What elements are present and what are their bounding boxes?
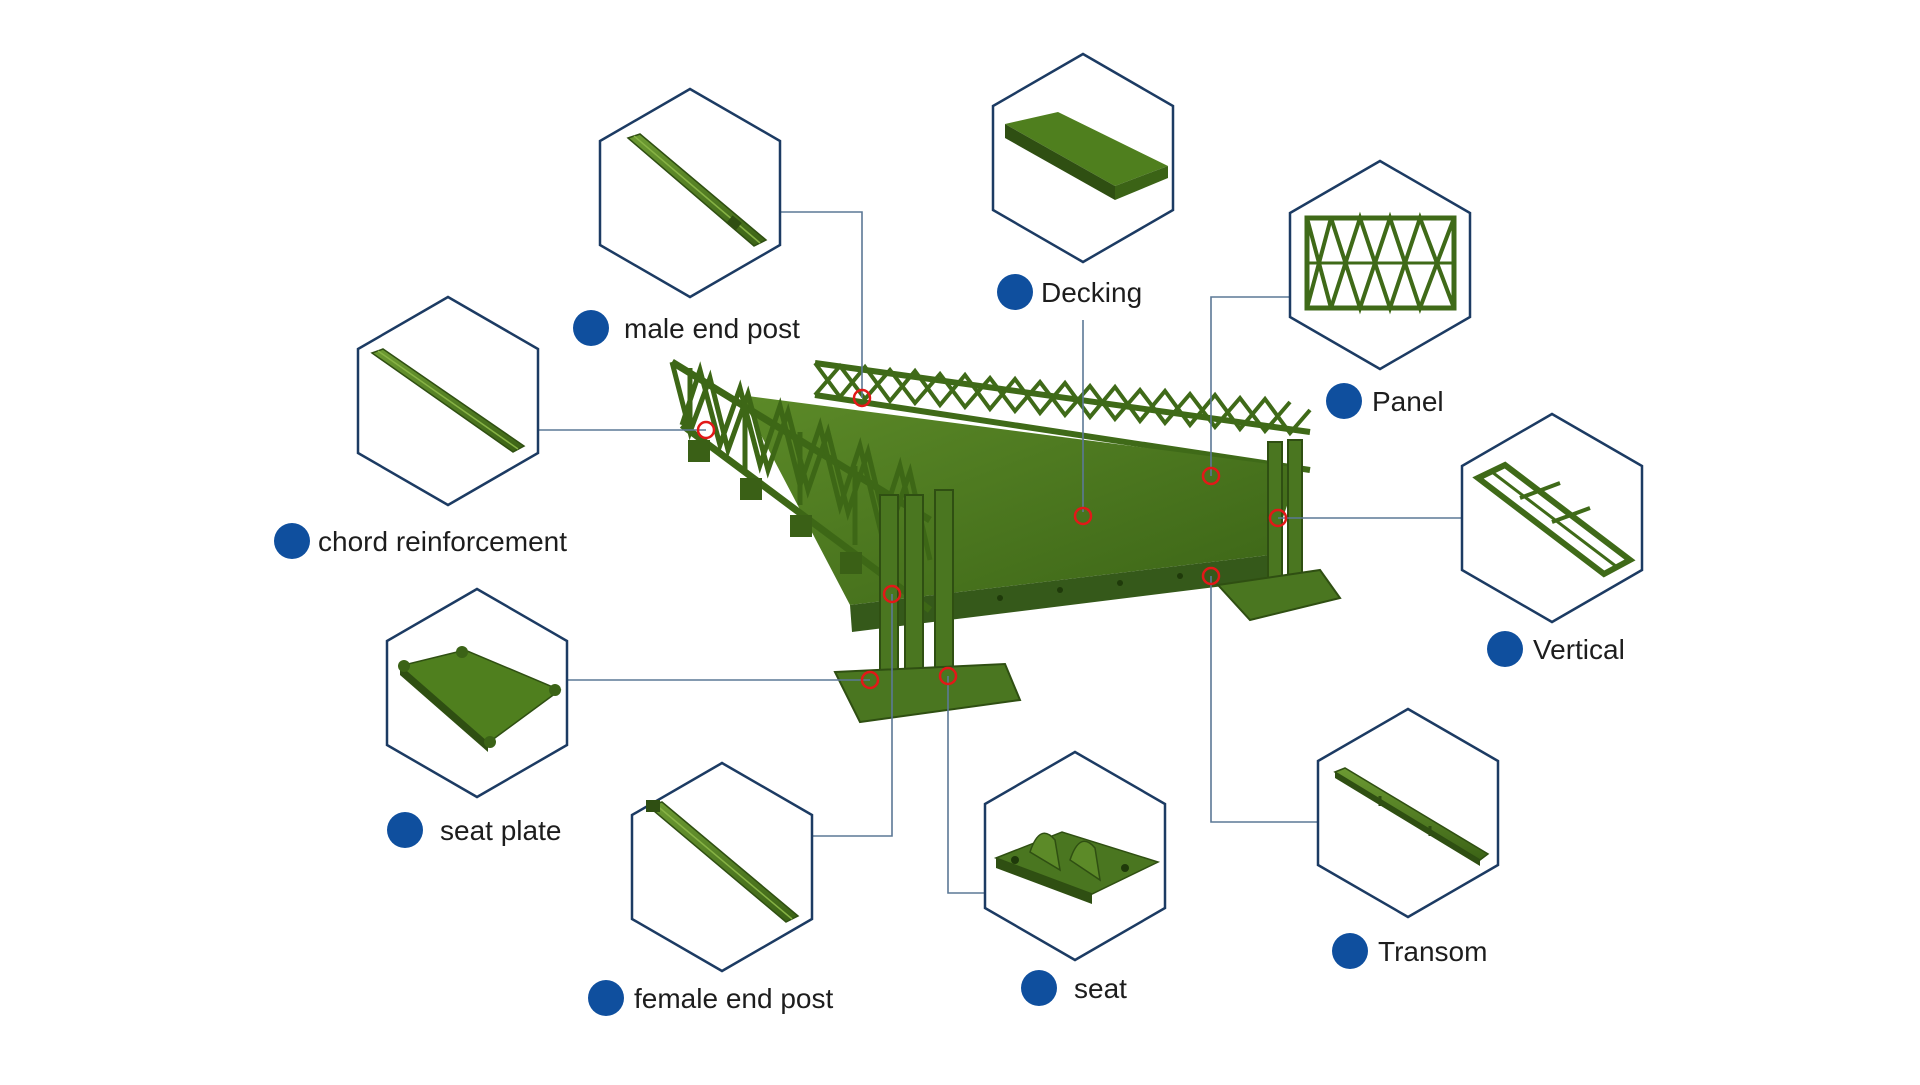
deck-panel-icon xyxy=(1005,112,1168,200)
hexagon-frame xyxy=(1288,159,1472,371)
marker-seat-plate xyxy=(860,670,880,690)
front-end-posts xyxy=(879,439,1303,696)
bullet-dot xyxy=(1487,631,1523,667)
marker-seat xyxy=(938,666,958,686)
component-label: Transom xyxy=(1378,936,1487,967)
bullet-dot xyxy=(274,523,310,559)
bailey-bridge-illustration xyxy=(669,359,1342,724)
bullet-dot xyxy=(1326,383,1362,419)
truss-panel-icon xyxy=(1304,211,1457,315)
bullet-dot xyxy=(1332,933,1368,969)
attachment-markers xyxy=(696,388,1288,690)
bullet-dot xyxy=(588,980,624,1016)
bullet-dot xyxy=(387,812,423,848)
component-label: seat xyxy=(1074,973,1127,1004)
marker-transom xyxy=(1201,566,1221,586)
leader-male-end-post xyxy=(780,211,863,398)
callout-decking: Decking xyxy=(991,52,1175,310)
component-label: male end post xyxy=(624,313,800,344)
vertical-frame-icon xyxy=(1472,461,1636,578)
callout-seat: seat xyxy=(983,750,1167,1006)
leader-seat xyxy=(947,676,985,894)
marker-female-end-post xyxy=(882,584,902,604)
transom-ends xyxy=(688,440,862,574)
bullet-dot xyxy=(573,310,609,346)
component-label: chord reinforcement xyxy=(318,526,567,557)
deck-fascia xyxy=(850,555,1272,632)
marker-decking xyxy=(1073,506,1093,526)
leader-female-end-post xyxy=(812,594,893,837)
leader-panel xyxy=(1210,296,1290,476)
deck-bolts xyxy=(997,573,1183,601)
bearing-seat-icon xyxy=(993,831,1161,904)
marker-vertical xyxy=(1268,508,1288,528)
component-label: Panel xyxy=(1372,386,1444,417)
leader-transom xyxy=(1210,576,1318,823)
end-post-bar-icon xyxy=(646,800,800,923)
callout-male-end-post: male end post xyxy=(573,87,800,346)
component-label: seat plate xyxy=(440,815,561,846)
marker-male-end-post xyxy=(852,388,872,408)
chord-bar-icon xyxy=(370,348,526,453)
marker-panel xyxy=(1201,466,1221,486)
marker-chord-reinforcement xyxy=(696,420,716,440)
seat-plate-icon xyxy=(398,646,562,752)
bullet-dot xyxy=(1021,970,1057,1006)
component-label: Vertical xyxy=(1533,634,1625,665)
right-seat-plate xyxy=(1215,568,1342,622)
callout-seat-plate: seat plate xyxy=(385,587,569,848)
bullet-dot xyxy=(997,274,1033,310)
hexagon-frame xyxy=(598,87,782,299)
leader-lines xyxy=(538,211,1462,894)
callout-chord-reinforcement: chord reinforcement xyxy=(274,295,567,559)
callout-vertical: Vertical xyxy=(1460,412,1644,667)
callout-panel: Panel xyxy=(1288,159,1472,419)
transom-beam-icon xyxy=(1333,767,1490,866)
callout-transom: Transom xyxy=(1316,707,1500,969)
front-seat-plate xyxy=(833,662,1022,724)
component-label: Decking xyxy=(1041,277,1142,308)
callout-female-end-post: female end post xyxy=(588,761,833,1016)
end-post-bar-icon xyxy=(626,133,768,247)
component-label: female end post xyxy=(634,983,833,1014)
